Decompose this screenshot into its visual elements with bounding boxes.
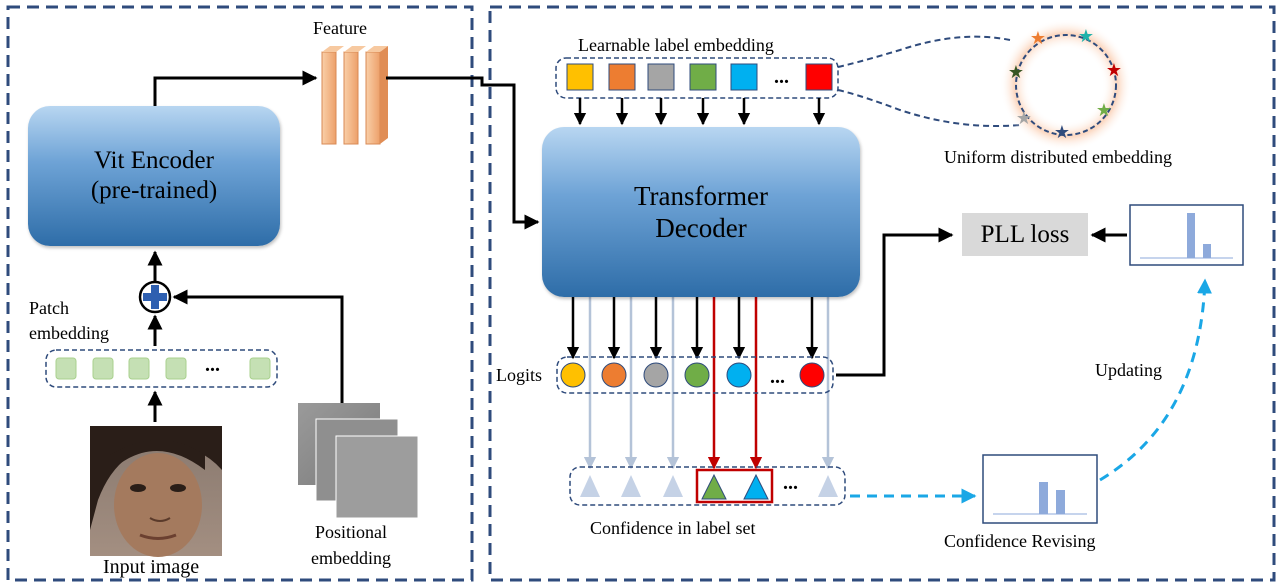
svg-text:★: ★ [1106, 60, 1122, 80]
patch-label-line2: embedding [29, 323, 109, 343]
uniform-embedding-ring: ★ ★ ★ ★ ★ ★ ★ [1000, 19, 1132, 151]
gray-confidence-arrows [583, 297, 835, 470]
feature-stack [321, 46, 388, 145]
red-confidence-arrows [707, 297, 763, 470]
label-embedding-container [555, 57, 839, 99]
candidate-label-highlight [695, 468, 774, 504]
vit-encoder-subtitle: (pre-trained) [90, 177, 218, 204]
input-image [90, 426, 222, 557]
svg-text:★: ★ [1016, 108, 1032, 128]
svg-text:★: ★ [1078, 26, 1094, 46]
input-image-label: Input image [103, 556, 200, 578]
positional-to-plus-arrow [172, 289, 344, 404]
embedding-to-ring-connector-lower [837, 89, 1021, 127]
pll-loss-box: PLL loss [962, 213, 1088, 256]
feature-label: Feature [313, 18, 367, 38]
embedding-to-ring-connector [837, 35, 1011, 68]
confidence-label: Confidence in label set [590, 518, 756, 538]
positional-embedding-stack [298, 403, 419, 519]
add-node-icon [138, 280, 172, 314]
positional-label-line2: embedding [311, 548, 391, 568]
revising-histogram [982, 454, 1098, 524]
patch-tokens [55, 357, 271, 380]
patch-embedding-container [45, 349, 278, 388]
target-histogram [1129, 204, 1244, 266]
uniform-embedding-label: Uniform distributed embedding [944, 147, 1172, 167]
svg-text:★: ★ [1008, 62, 1024, 82]
confidence-triangles [580, 473, 838, 500]
decoder-title: Transformer [634, 180, 768, 211]
updating-arrow [1099, 278, 1213, 482]
vit-encoder-block: Vit Encoder (pre-trained) [28, 106, 280, 246]
right-panel-frame [488, 5, 1276, 582]
label-embedding-tokens [566, 63, 833, 91]
pll-loss-label: PLL loss [980, 220, 1070, 248]
label-to-decoder-arrows [573, 98, 826, 126]
decoder-to-logits-arrows [566, 297, 819, 360]
svg-text:★: ★ [1054, 122, 1070, 142]
svg-text:★: ★ [1030, 28, 1046, 48]
positional-label-line1: Positional [315, 522, 388, 542]
logits-label: Logits [496, 365, 543, 385]
vit-encoder-title: Vit Encoder [94, 147, 214, 174]
patch-label-line1: Patch [29, 298, 69, 318]
label-embedding-ellipsis: ... [774, 66, 789, 88]
revising-label: Confidence Revising [944, 531, 1096, 551]
logit-circles [560, 362, 825, 388]
feature-to-decoder-arrow [386, 76, 540, 230]
transformer-decoder-block: Transformer Decoder [542, 127, 860, 297]
confidence-ellipsis: ... [783, 472, 798, 494]
logits-ellipsis: ... [770, 366, 785, 388]
svg-text:★: ★ [1096, 100, 1112, 120]
logits-to-pll-arrow [836, 227, 954, 377]
label-embedding-title: Learnable label embedding [578, 35, 774, 55]
updating-label: Updating [1095, 360, 1162, 380]
decoder-subtitle: Decoder [655, 213, 747, 243]
logits-container [556, 356, 834, 394]
patch-ellipsis: ... [205, 354, 220, 376]
left-panel-frame [6, 5, 474, 582]
encoder-to-feature-arrow [153, 70, 318, 106]
